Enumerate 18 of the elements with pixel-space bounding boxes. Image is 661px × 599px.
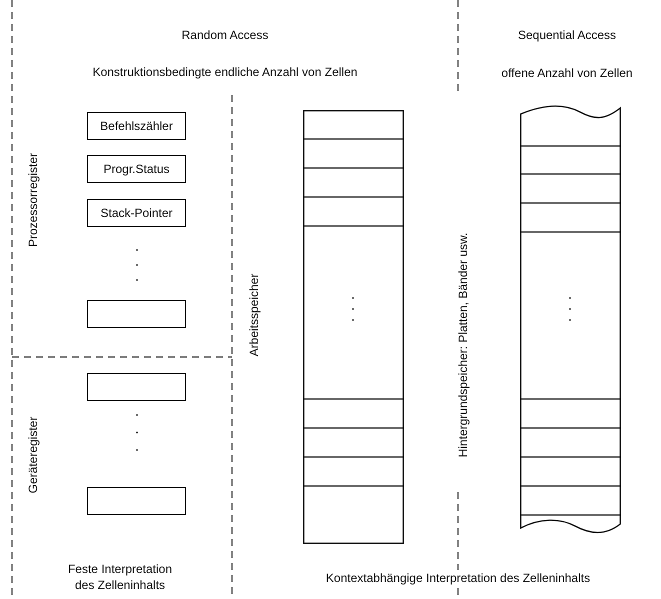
empty-register-box — [87, 487, 186, 515]
vertical-label: Geräteregister — [26, 416, 40, 494]
register-box: Stack-Pointer — [87, 199, 186, 227]
subheading: Konstruktionsbedingte endliche Anzahl von Zellen — [92, 65, 358, 79]
register-box: Progr.Status — [87, 155, 186, 183]
memory-column — [303, 110, 404, 544]
register-box: Befehlszähler — [87, 112, 186, 140]
footer-note: Feste Interpretation des Zelleninhalts — [66, 561, 174, 593]
vertical-label: Hintergrundspeicher: Platten, Bänder usw. — [456, 232, 470, 458]
empty-register-box — [87, 373, 186, 401]
heading: Sequential Access — [518, 28, 616, 42]
vertical-label: Arbeitsspeicher — [247, 274, 261, 356]
empty-register-box — [87, 300, 186, 328]
storage-tape-column — [520, 104, 621, 536]
vertical-label: Prozessorregister — [26, 152, 40, 248]
footer-note: Kontextabhängige Interpretation des Zelleninhalts — [324, 570, 592, 586]
subheading: offene Anzahl von Zellen — [501, 66, 633, 80]
heading: Random Access — [182, 28, 268, 42]
